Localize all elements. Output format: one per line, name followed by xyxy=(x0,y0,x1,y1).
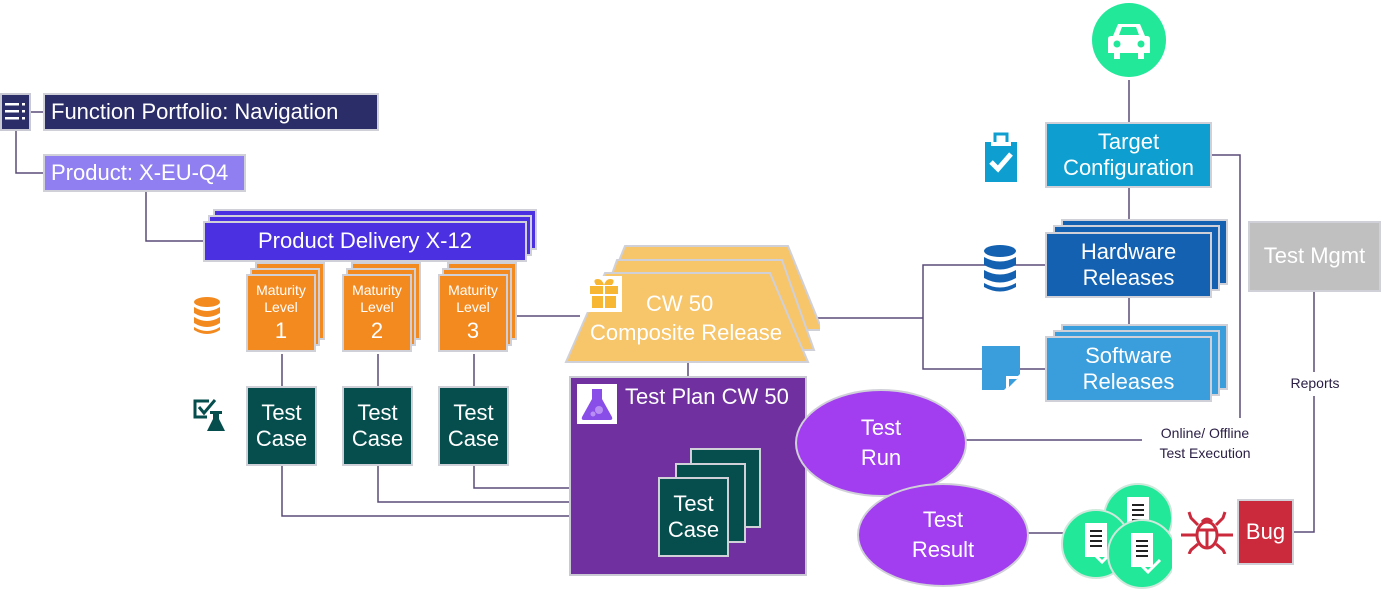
flask-icon-box xyxy=(577,384,617,424)
reports-label: Reports xyxy=(1290,375,1340,391)
target-configuration-line2: Configuration xyxy=(1063,155,1194,180)
execution-label-line1: Online/ Offline xyxy=(1160,425,1250,441)
maturity-line2: Level xyxy=(456,298,490,315)
execution-label-line2: Test Execution xyxy=(1159,444,1251,461)
gift-icon xyxy=(590,279,618,308)
maturity-level-3-node[interactable]: Maturity Level 3 xyxy=(438,274,508,352)
bug-label: Bug xyxy=(1245,518,1286,544)
test-result-line2: Result xyxy=(911,537,975,562)
product-delivery-node[interactable]: Product Delivery X-12 xyxy=(203,221,527,262)
flask-icon xyxy=(581,389,613,420)
function-portfolio-node[interactable]: Function Portfolio: Navigation xyxy=(43,93,379,131)
portfolio-icon-box xyxy=(0,93,31,131)
hardware-releases-node[interactable]: Hardware Releases xyxy=(1045,232,1212,298)
test-run-line1: Test xyxy=(860,415,902,441)
test-run-node[interactable]: Test Run xyxy=(795,389,967,497)
maturity-number: 3 xyxy=(466,317,480,343)
test-case-line1: Test xyxy=(453,399,494,425)
composite-release-line1: CW 50 xyxy=(646,291,714,316)
connector-portfolio-product xyxy=(15,131,43,174)
test-mgmt-node[interactable]: Test Mgmt xyxy=(1248,221,1381,292)
software-releases-node[interactable]: Software Releases xyxy=(1045,336,1212,402)
test-case-line1: Test xyxy=(261,399,302,425)
car-icon[interactable] xyxy=(1091,2,1167,80)
test-mgmt-label: Test Mgmt xyxy=(1263,243,1366,269)
plan-test-case-node[interactable]: Test Case xyxy=(658,477,729,557)
hardware-releases-line1: Hardware xyxy=(1080,238,1177,264)
composite-release-node[interactable]: CW 50 Composite Release xyxy=(566,290,806,347)
test-case-line2: Case xyxy=(351,426,404,451)
document-icon xyxy=(982,346,1020,390)
document-check-icon xyxy=(1061,483,1172,589)
connector-product-delivery xyxy=(145,192,203,242)
connector-reports-bug xyxy=(1294,396,1315,533)
test-plan-node[interactable]: Test Plan CW 50 xyxy=(569,376,807,576)
maturity-line1: Maturity xyxy=(256,282,306,298)
product-delivery-label: Product Delivery X-12 xyxy=(258,228,472,254)
test-result-node[interactable]: Test Result xyxy=(857,483,1029,587)
hardware-releases-line2: Releases xyxy=(1082,265,1175,290)
maturity-line2: Level xyxy=(360,298,394,315)
test-result-line1: Test xyxy=(922,507,964,533)
test-run-line2: Run xyxy=(860,445,902,470)
software-releases-line1: Software xyxy=(1085,342,1172,368)
list-icon xyxy=(5,103,25,120)
product-node[interactable]: Product: X-EU-Q4 xyxy=(43,154,246,192)
test-case-icon xyxy=(193,399,225,431)
bug-icon xyxy=(1181,511,1233,554)
database-icon xyxy=(194,297,220,334)
target-configuration-line1: Target xyxy=(1097,128,1160,154)
test-case-line2: Case xyxy=(255,426,308,451)
product-label: Product: X-EU-Q4 xyxy=(51,159,229,185)
connector-tc1-plan xyxy=(281,466,658,517)
maturity-line1: Maturity xyxy=(352,282,402,298)
test-case-2-node[interactable]: Test Case xyxy=(342,386,413,466)
bug-node[interactable]: Bug xyxy=(1237,499,1294,565)
test-plan-title: Test Plan CW 50 xyxy=(625,384,789,409)
composite-stack-front xyxy=(564,272,810,363)
test-case-line1: Test xyxy=(673,490,714,516)
test-case-3-node[interactable]: Test Case xyxy=(438,386,509,466)
test-case-line2: Case xyxy=(667,517,720,542)
software-releases-line2: Releases xyxy=(1082,369,1175,394)
maturity-level-1-node[interactable]: Maturity Level 1 xyxy=(246,274,316,352)
function-portfolio-label: Function Portfolio: Navigation xyxy=(51,98,339,124)
connector-target-execution xyxy=(1212,154,1241,418)
maturity-level-2-node[interactable]: Maturity Level 2 xyxy=(342,274,412,352)
composite-release-stack xyxy=(564,245,820,363)
test-case-1-node[interactable]: Test Case xyxy=(246,386,317,466)
maturity-line2: Level xyxy=(264,298,298,315)
execution-label: Online/ Offline Test Execution xyxy=(1140,424,1270,463)
test-case-line2: Case xyxy=(447,426,500,451)
maturity-line1: Maturity xyxy=(448,282,498,298)
maturity-number: 2 xyxy=(370,317,384,343)
clipboard-check-icon xyxy=(985,132,1017,182)
connector-tc2-plan xyxy=(377,466,658,503)
maturity-number: 1 xyxy=(274,317,288,343)
database-icon xyxy=(984,245,1016,292)
target-configuration-node[interactable]: Target Configuration xyxy=(1045,122,1212,188)
test-case-line1: Test xyxy=(357,399,398,425)
gift-icon-box xyxy=(586,276,622,312)
composite-release-line2: Composite Release xyxy=(590,319,782,345)
